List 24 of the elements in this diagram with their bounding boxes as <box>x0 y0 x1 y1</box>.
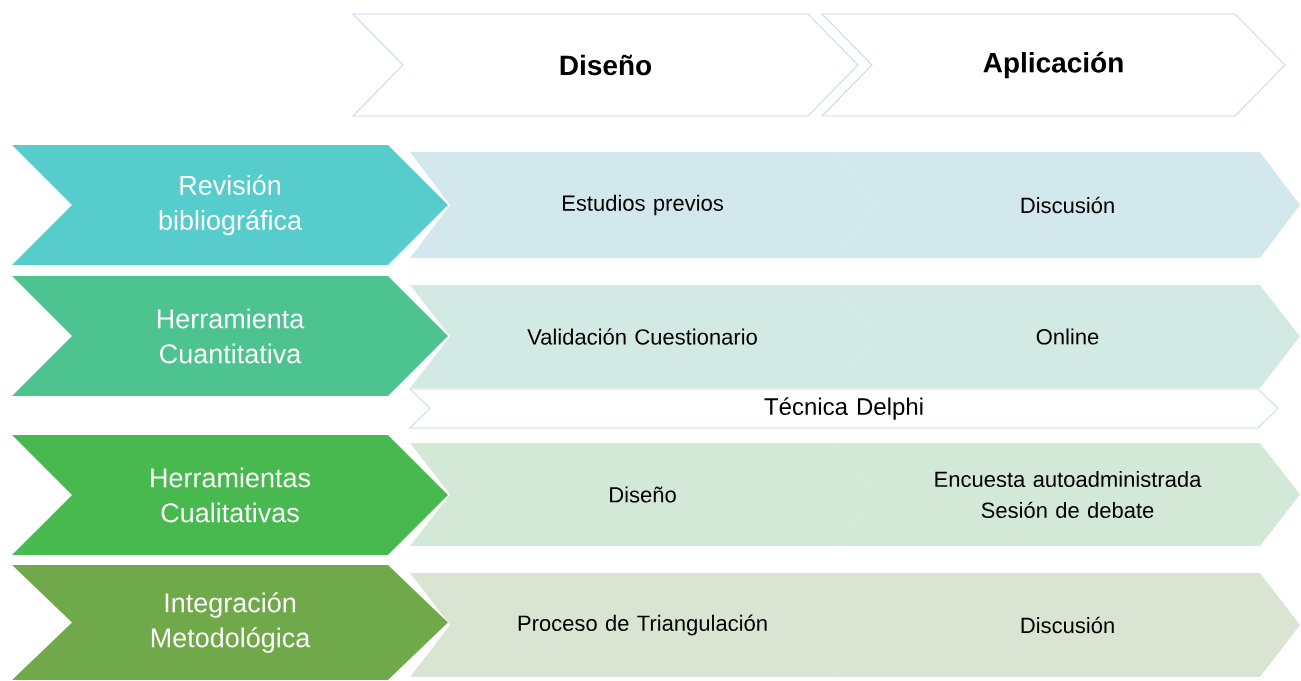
step-box: Discusión <box>835 573 1300 677</box>
step-box: Diseño <box>410 443 875 546</box>
node-label: Diseño <box>610 486 676 503</box>
step-box: Proceso de Triangulación <box>410 573 875 677</box>
category-box: Integración Metodológica <box>12 565 448 680</box>
node-label: Validación Cuestionario <box>527 328 757 345</box>
node-label: Sesión de debate <box>981 501 1154 519</box>
column-header-box: Aplicación <box>820 13 1286 117</box>
column-header-box: Diseño <box>351 13 859 117</box>
spanning-box: Técnica Delphi <box>408 388 1279 429</box>
category-box: Revisión bibliográfica <box>12 145 448 265</box>
step-box: Encuesta autoadministrada Sesión de debate <box>835 443 1300 546</box>
node-label: Online <box>1036 328 1099 345</box>
node-label: Estudios previos <box>562 194 723 216</box>
node-label: Encuesta autoadministrada <box>935 470 1202 488</box>
step-box: Discusión <box>835 152 1300 258</box>
step-box: Online <box>835 285 1300 388</box>
node-label: Discusión <box>1021 196 1114 214</box>
category-box: Herramienta Cuantitativa <box>12 276 448 396</box>
node-label: Proceso de Triangulación <box>518 614 767 636</box>
node-label: Discusión <box>1021 616 1114 634</box>
step-box: Validación Cuestionario <box>410 285 875 388</box>
step-box: Estudios previos <box>410 152 875 258</box>
category-box: Herramientas Cualitativas <box>12 435 448 555</box>
